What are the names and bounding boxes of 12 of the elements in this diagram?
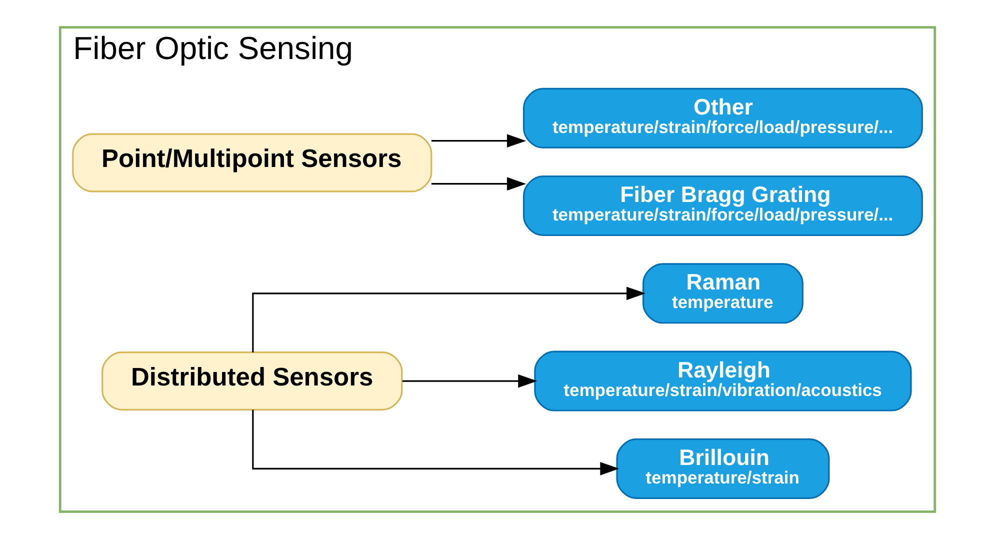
arrow <box>402 374 537 388</box>
node-box: Point/Multipoint Sensors <box>72 133 432 192</box>
arrow <box>252 410 619 476</box>
node-box: Raman temperature <box>642 263 803 324</box>
node-box: Fiber Bragg Grating temperature/strain/force/load/pressure/... <box>522 176 922 236</box>
arrow <box>430 177 526 191</box>
node-box: Brillouin temperature/strain <box>616 438 830 499</box>
arrow <box>430 134 526 148</box>
node-box: Other temperature/strain/force/load/pressure/... <box>522 88 922 148</box>
node-box: Rayleigh temperature/strain/vibration/acoustics <box>534 350 912 412</box>
node-box: Distributed Sensors <box>101 352 402 411</box>
arrow <box>252 286 646 352</box>
